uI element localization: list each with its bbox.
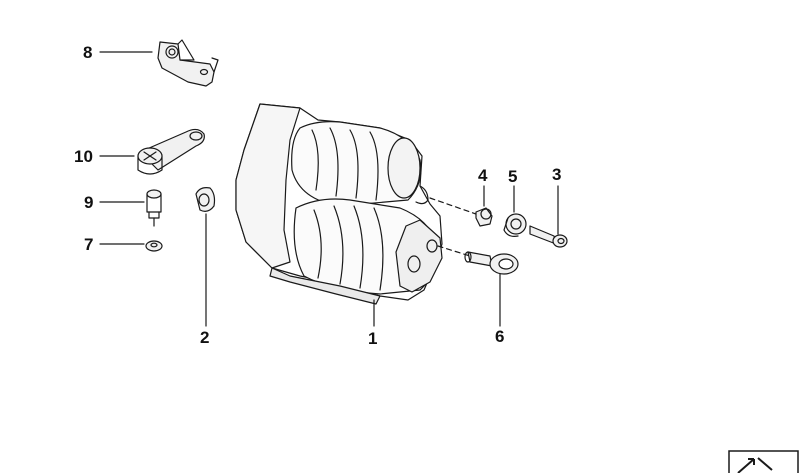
callout-7: 7 — [84, 235, 94, 254]
zoom-arrow-icon[interactable] — [728, 450, 799, 473]
callout-5: 5 — [508, 167, 518, 186]
part-4-spacer — [475, 185, 493, 227]
callout-1: 1 — [368, 329, 378, 348]
part-9-pin — [99, 189, 162, 227]
callout-3: 3 — [552, 165, 562, 184]
callout-9: 9 — [84, 193, 94, 212]
callout-2: 2 — [200, 328, 210, 347]
part-5-grommet — [503, 185, 527, 237]
part-6-eye-bolt — [464, 251, 519, 327]
callout-4: 4 — [478, 166, 488, 185]
part-7-washer — [99, 240, 163, 252]
part-1-main-unit — [235, 103, 443, 327]
assembly-lines — [429, 197, 477, 257]
part-2-grommet — [195, 187, 216, 327]
callout-6: 6 — [495, 327, 505, 346]
part-8-bracket — [99, 39, 219, 87]
callout-10: 10 — [74, 147, 93, 166]
part-10-strap — [99, 128, 205, 175]
part-3-bolt — [529, 185, 568, 248]
callout-8: 8 — [83, 43, 93, 62]
